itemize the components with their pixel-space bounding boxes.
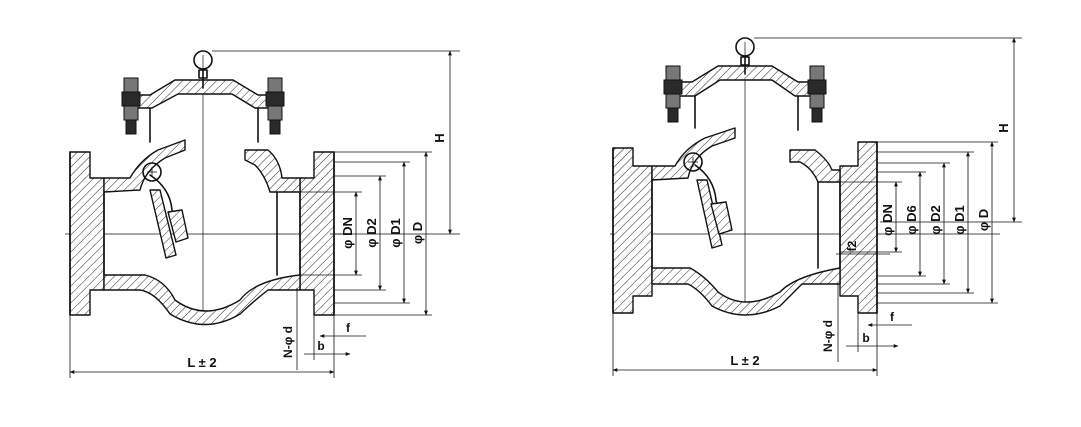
right-label-D: φ D	[976, 209, 991, 231]
right-dimensions	[612, 37, 1022, 376]
left-centerlines	[65, 55, 345, 315]
left-valve-body	[69, 139, 335, 326]
right-bonnet	[663, 37, 827, 131]
left-bonnet	[121, 50, 285, 143]
left-label-D: φ D	[410, 222, 425, 244]
right-label-f2: f2	[845, 240, 859, 251]
left-label-L: L ± 2	[187, 355, 216, 370]
left-label-D2: φ D2	[364, 218, 379, 248]
left-valve-view: H φ DN φ D2 φ D1 φ D L ± 2 N-φ d b f	[65, 50, 460, 378]
left-labels: H φ DN φ D2 φ D1 φ D L ± 2 N-φ d b f	[187, 133, 447, 370]
right-label-D2: φ D2	[928, 205, 943, 235]
right-label-D6: φ D6	[904, 205, 919, 235]
right-centerlines	[610, 42, 1000, 312]
left-label-b: b	[317, 339, 324, 353]
right-label-D1: φ D1	[952, 205, 967, 235]
left-label-D1: φ D1	[388, 218, 403, 248]
left-label-DN: φ DN	[340, 217, 355, 249]
right-label-DN: φ DN	[880, 204, 895, 236]
right-valve-view: H φ DN φ D6 φ D2 φ D1 φ D f2 L ± 2 N-φ d…	[610, 37, 1022, 376]
left-dimensions	[69, 50, 460, 378]
right-label-f: f	[890, 310, 895, 324]
left-label-Nd: N-φ d	[281, 326, 295, 358]
right-label-H: H	[996, 123, 1011, 132]
right-valve-body	[612, 127, 878, 316]
left-label-H: H	[432, 133, 447, 142]
right-label-L: L ± 2	[730, 353, 759, 368]
right-label-Nd: N-φ d	[821, 320, 835, 352]
right-labels: H φ DN φ D6 φ D2 φ D1 φ D f2 L ± 2 N-φ d…	[730, 123, 1011, 368]
left-label-f: f	[346, 321, 351, 335]
right-label-b: b	[862, 331, 869, 345]
